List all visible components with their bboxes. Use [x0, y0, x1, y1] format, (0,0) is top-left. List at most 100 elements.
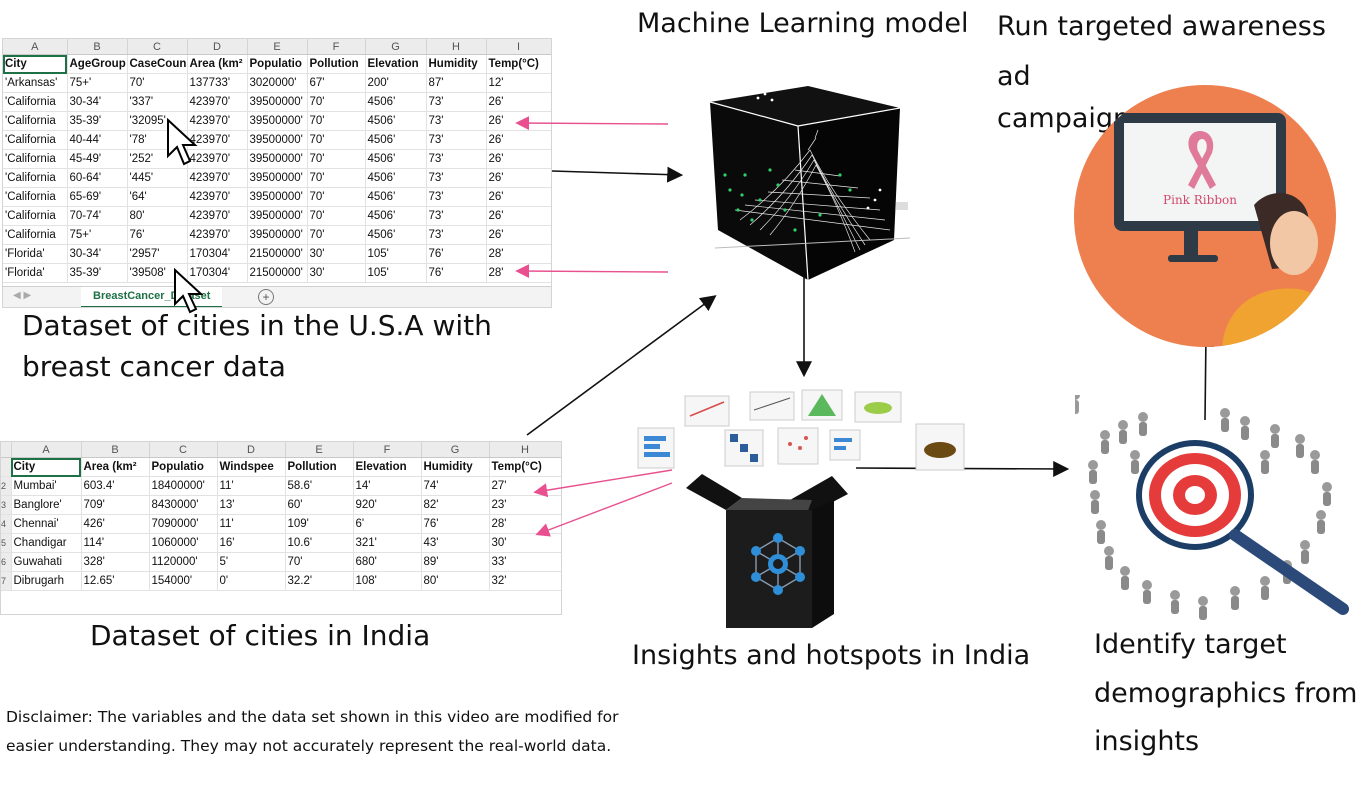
table-cell[interactable]: 39500000' — [247, 130, 308, 150]
table-cell[interactable]: 4506' — [365, 111, 427, 131]
column-letter-header[interactable]: C — [127, 39, 188, 55]
row-number[interactable]: 3 — [1, 495, 12, 515]
table-cell[interactable]: 30-34' — [67, 244, 128, 264]
table-cell[interactable]: 67' — [307, 73, 366, 93]
add-sheet-button[interactable]: + — [258, 289, 274, 305]
table-cell[interactable]: 109' — [285, 514, 354, 534]
table-cell[interactable]: 21500000' — [247, 244, 308, 264]
column-header-cell[interactable]: Area (km² — [187, 54, 248, 74]
table-cell[interactable]: 328' — [81, 552, 150, 572]
table-cell[interactable]: 1060000' — [149, 533, 218, 553]
table-cell[interactable]: 16' — [217, 533, 286, 553]
table-cell[interactable]: 709' — [81, 495, 150, 515]
table-cell[interactable]: '2957' — [127, 244, 188, 264]
table-cell[interactable]: 70' — [307, 92, 366, 112]
row-number[interactable]: 6 — [1, 552, 12, 572]
table-cell[interactable]: 73' — [426, 130, 487, 150]
table-cell[interactable]: 76' — [127, 225, 188, 245]
table-cell[interactable]: 4506' — [365, 130, 427, 150]
table-cell[interactable]: 26' — [486, 149, 551, 169]
table-cell[interactable]: 45-49' — [67, 149, 128, 169]
table-cell[interactable]: '445' — [127, 168, 188, 188]
column-letter-header[interactable]: I — [486, 39, 551, 55]
column-header-cell[interactable]: Area (km² — [81, 457, 150, 477]
column-letter-header[interactable]: E — [247, 39, 308, 55]
column-letter-header[interactable]: C — [149, 442, 218, 458]
table-cell[interactable]: Guwahati — [11, 552, 82, 572]
table-cell[interactable]: 76' — [426, 244, 487, 264]
table-cell[interactable]: 423970' — [187, 225, 248, 245]
table-cell[interactable]: 0' — [217, 571, 286, 591]
column-letter-header[interactable]: B — [81, 442, 150, 458]
table-cell[interactable]: 75+' — [67, 73, 128, 93]
table-cell[interactable]: 26' — [486, 187, 551, 207]
table-cell[interactable]: 43' — [421, 533, 490, 553]
table-cell[interactable]: 200' — [365, 73, 427, 93]
table-cell[interactable]: 21500000' — [247, 263, 308, 283]
table-cell[interactable]: 30' — [307, 263, 366, 283]
column-header-cell[interactable]: Windspee — [217, 457, 286, 477]
table-cell[interactable]: 'Arkansas' — [3, 73, 68, 93]
table-cell[interactable]: 26' — [486, 168, 551, 188]
table-cell[interactable]: 426' — [81, 514, 150, 534]
table-cell[interactable]: 14' — [353, 476, 422, 496]
table-cell[interactable]: '252' — [127, 149, 188, 169]
table-cell[interactable]: 70' — [285, 552, 354, 572]
column-header-cell[interactable]: AgeGroup — [67, 54, 128, 74]
table-cell[interactable]: 26' — [486, 206, 551, 226]
table-cell[interactable]: 70' — [307, 187, 366, 207]
table-cell[interactable]: 137733' — [187, 73, 248, 93]
table-cell[interactable]: '39508' — [127, 263, 188, 283]
table-cell[interactable]: 4506' — [365, 92, 427, 112]
column-letter-header[interactable]: G — [365, 39, 427, 55]
corner-cell[interactable] — [1, 442, 12, 458]
table-cell[interactable]: 'California — [3, 130, 68, 150]
table-cell[interactable]: 73' — [426, 187, 487, 207]
table-cell[interactable]: 39500000' — [247, 111, 308, 131]
table-cell[interactable]: 'Florida' — [3, 263, 68, 283]
table-cell[interactable]: 26' — [486, 130, 551, 150]
column-header-cell[interactable]: Pollution — [285, 457, 354, 477]
table-cell[interactable]: 33' — [489, 552, 561, 572]
table-cell[interactable]: 39500000' — [247, 225, 308, 245]
table-cell[interactable]: 70' — [307, 111, 366, 131]
table-cell[interactable]: 423970' — [187, 149, 248, 169]
table-cell[interactable]: '64' — [127, 187, 188, 207]
table-cell[interactable]: 108' — [353, 571, 422, 591]
table-cell[interactable]: 30' — [489, 533, 561, 553]
column-letter-header[interactable]: H — [426, 39, 487, 55]
table-cell[interactable]: 423970' — [187, 206, 248, 226]
table-cell[interactable]: 105' — [365, 244, 427, 264]
table-cell[interactable]: 'Florida' — [3, 244, 68, 264]
table-cell[interactable]: 75+' — [67, 225, 128, 245]
column-letter-header[interactable]: E — [285, 442, 354, 458]
table-cell[interactable]: 73' — [426, 92, 487, 112]
table-cell[interactable]: 73' — [426, 206, 487, 226]
column-header-cell[interactable]: City — [3, 54, 68, 74]
table-cell[interactable]: 70' — [307, 206, 366, 226]
column-header-cell[interactable]: Pollution — [307, 54, 366, 74]
table-cell[interactable]: 32.2' — [285, 571, 354, 591]
table-cell[interactable]: 30' — [307, 244, 366, 264]
table-cell[interactable]: 80' — [127, 206, 188, 226]
column-letter-header[interactable]: F — [353, 442, 422, 458]
table-cell[interactable]: Mumbai' — [11, 476, 82, 496]
table-cell[interactable]: 'California — [3, 92, 68, 112]
column-letter-header[interactable]: H — [489, 442, 561, 458]
column-letter-header[interactable]: A — [3, 39, 68, 55]
table-cell[interactable]: 39500000' — [247, 92, 308, 112]
table-cell[interactable]: Chennai' — [11, 514, 82, 534]
column-letter-header[interactable]: D — [187, 39, 248, 55]
row-number[interactable]: 2 — [1, 476, 12, 496]
column-header-cell[interactable]: Temp(°C) — [489, 457, 561, 477]
table-cell[interactable]: 73' — [426, 225, 487, 245]
column-header-cell[interactable]: Elevation — [353, 457, 422, 477]
table-cell[interactable]: 74' — [421, 476, 490, 496]
table-cell[interactable]: 423970' — [187, 92, 248, 112]
tab-nav-arrows[interactable]: ◀ ▶ — [13, 290, 32, 301]
table-cell[interactable]: 40-44' — [67, 130, 128, 150]
table-cell[interactable]: 23' — [489, 495, 561, 515]
table-cell[interactable]: 680' — [353, 552, 422, 572]
table-cell[interactable]: 76' — [426, 263, 487, 283]
table-cell[interactable]: 89' — [421, 552, 490, 572]
